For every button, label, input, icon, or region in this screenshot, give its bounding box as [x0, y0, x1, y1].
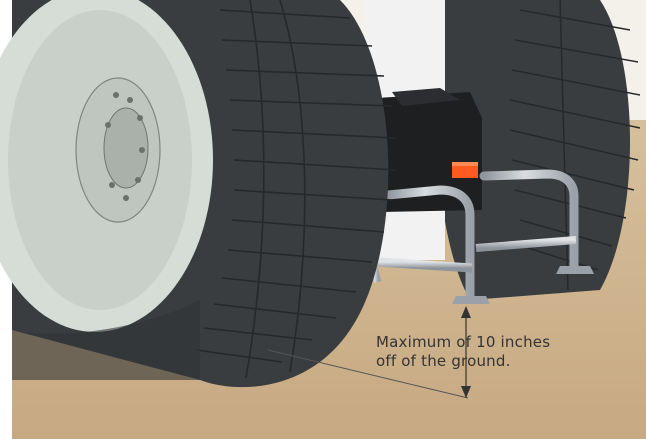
underride-guard: [368, 169, 594, 304]
arrow-up: [461, 306, 471, 318]
height-annotation-label: Maximum of 10 inches off of the ground.: [376, 333, 550, 371]
foot-plate-right: [556, 266, 594, 274]
right-rear-tire: [434, 0, 641, 300]
rear-frame: [378, 88, 482, 212]
arrow-down: [461, 386, 471, 398]
foot-plate-left: [452, 296, 490, 304]
ground-reference-line: [267, 349, 469, 399]
left-rear-tire: [0, 0, 397, 388]
annotation-line-1: Maximum of 10 inches: [376, 333, 551, 351]
annotation-line-2: off of the ground.: [376, 352, 511, 370]
height-measurement: [267, 306, 471, 399]
